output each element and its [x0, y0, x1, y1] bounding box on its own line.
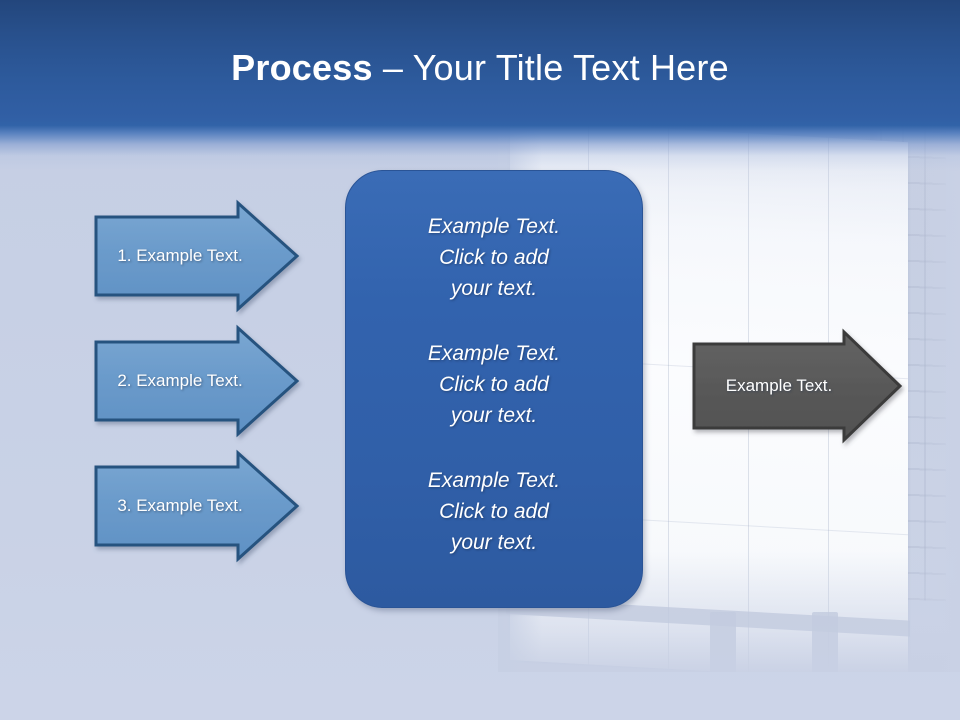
page-title-rest: – Your Title Text Here [372, 47, 729, 88]
page-title-strong: Process [231, 47, 373, 88]
right-arrow-icon [692, 328, 903, 444]
process-detail-paragraph-1: Example Text. Click to add your text. [427, 215, 561, 300]
step-arrow-3[interactable]: 3. Example Text. [94, 449, 304, 563]
right-arrow-icon [94, 199, 300, 313]
right-arrow-icon [94, 324, 300, 438]
process-detail-box[interactable]: Example Text. Click to add your text. Ex… [345, 170, 643, 608]
process-detail-paragraph-3: Example Text. Click to add your text. [427, 469, 561, 554]
step-arrow-1[interactable]: 1. Example Text. [94, 199, 304, 313]
photo-right-fade [920, 0, 960, 672]
right-arrow-icon [94, 449, 300, 563]
page-title: Process – Your Title Text Here [0, 46, 960, 90]
result-arrow[interactable]: Example Text. [692, 328, 904, 444]
step-arrow-2[interactable]: 2. Example Text. [94, 324, 304, 438]
process-detail-paragraph-2: Example Text. Click to add your text. [427, 342, 561, 427]
